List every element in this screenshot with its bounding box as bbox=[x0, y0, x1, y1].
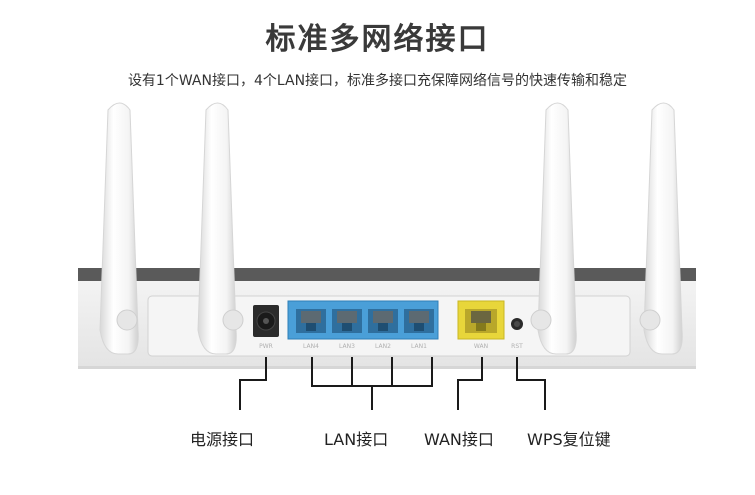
leader-power bbox=[239, 357, 267, 410]
port-label-pwr: PWR bbox=[259, 343, 273, 350]
callout-lan-port: LAN接口 bbox=[324, 430, 389, 449]
port-label-lan4: LAN4 bbox=[303, 343, 319, 350]
lan4-port bbox=[296, 309, 326, 333]
port-label-lan1: LAN1 bbox=[411, 343, 427, 350]
callout-wps-reset: WPS复位键 bbox=[527, 430, 611, 449]
lan-port-block bbox=[287, 300, 439, 340]
port-label-rst: RST bbox=[511, 343, 523, 350]
antenna-left-inner bbox=[197, 102, 244, 355]
antenna-right-inner bbox=[530, 102, 577, 355]
antenna-right-outer bbox=[639, 102, 683, 355]
leader-wps bbox=[516, 357, 546, 410]
port-label-lan2: LAN2 bbox=[375, 343, 391, 350]
page-title: 标准多网络接口 bbox=[265, 22, 490, 57]
port-label-lan3: LAN3 bbox=[339, 343, 355, 350]
reset-button-hole bbox=[511, 318, 523, 330]
wan-port bbox=[457, 300, 505, 340]
antenna-left-outer bbox=[99, 102, 139, 355]
lan2-port bbox=[368, 309, 398, 333]
port-label-wan: WAN bbox=[474, 343, 488, 350]
callout-power-port: 电源接口 bbox=[190, 430, 255, 449]
callout-wan-port: WAN接口 bbox=[424, 430, 494, 449]
lan3-port bbox=[332, 309, 362, 333]
leader-wan bbox=[457, 357, 483, 410]
lan1-port bbox=[404, 309, 434, 333]
page-subtitle: 设有1个WAN接口，4个LAN接口，标准多接口充保障网络信号的快速传输和稳定 bbox=[127, 73, 628, 89]
callout-lines bbox=[239, 357, 546, 410]
power-port bbox=[253, 305, 279, 337]
